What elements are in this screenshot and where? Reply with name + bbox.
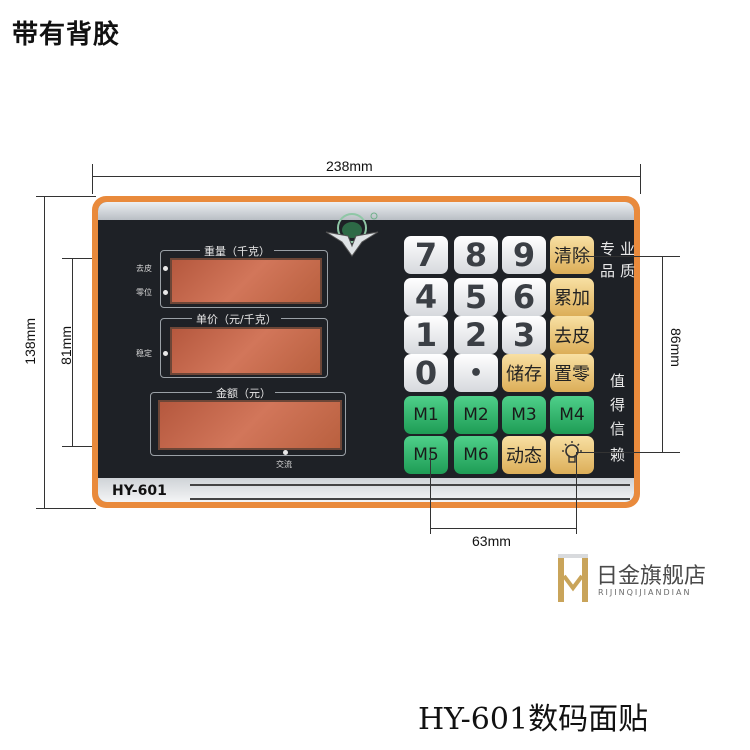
slogan-char-3: 品 xyxy=(600,262,616,280)
indicator-zero-label: 零位 xyxy=(136,288,152,297)
price-display-title: 单价（元/千克） xyxy=(192,311,281,327)
slogan-char-6: 得 xyxy=(610,396,626,414)
slogan-char-2: 业 xyxy=(620,240,636,258)
keypad-width-tick-right xyxy=(576,452,577,534)
eagle-logo-icon xyxy=(322,210,382,262)
footer-title: HY-601数码面贴 xyxy=(418,702,649,737)
key-m6[interactable]: M6 xyxy=(454,436,498,474)
key-m5[interactable]: M5 xyxy=(404,436,448,474)
indicator-tare-dot xyxy=(163,266,168,271)
key-3[interactable]: 3 xyxy=(502,316,546,354)
lightbulb-icon xyxy=(559,440,585,471)
key-clear[interactable]: 清除 xyxy=(550,236,594,274)
key-6[interactable]: 6 xyxy=(502,278,546,316)
width-dimension-tick-right xyxy=(640,164,641,194)
slogan-char-4: 质 xyxy=(620,262,636,280)
slogan-char-7: 信 xyxy=(610,420,626,438)
keypad-height-tick-bottom xyxy=(576,452,680,453)
key-store[interactable]: 储存 xyxy=(502,354,546,392)
keypad-height-line xyxy=(662,256,663,452)
display-height-label: 81mm xyxy=(58,326,74,365)
brand-name: 日金旗舰店 xyxy=(596,564,707,589)
key-backlight[interactable] xyxy=(550,436,594,474)
key-accumulate[interactable]: 累加 xyxy=(550,278,594,316)
key-m2[interactable]: M2 xyxy=(454,396,498,434)
key-set-zero[interactable]: 置零 xyxy=(550,354,594,392)
panel-bottom-lines xyxy=(190,484,630,500)
slogan-char-5: 值 xyxy=(610,372,626,390)
key-m3[interactable]: M3 xyxy=(502,396,546,434)
key-dynamic[interactable]: 动态 xyxy=(502,436,546,474)
header-title: 带有背胶 xyxy=(12,20,121,50)
indicator-ac-dot xyxy=(283,450,288,455)
height-dimension-tick-top xyxy=(36,196,96,197)
weight-display xyxy=(170,258,322,304)
indicator-stable-label: 稳定 xyxy=(136,349,152,358)
key-m1[interactable]: M1 xyxy=(404,396,448,434)
key-8[interactable]: 8 xyxy=(454,236,498,274)
amount-display xyxy=(158,400,342,450)
width-dimension-line xyxy=(92,176,640,177)
keypad-width-tick-left xyxy=(430,452,431,534)
keypad-width-label: 63mm xyxy=(472,533,511,549)
key-m4[interactable]: M4 xyxy=(550,396,594,434)
slogan-char-1: 专 xyxy=(600,240,616,258)
slogan-char-8: 赖 xyxy=(610,446,626,464)
keypad-width-line xyxy=(430,528,577,529)
model-label: HY-601 xyxy=(112,483,167,499)
key-4[interactable]: 4 xyxy=(404,278,448,316)
keypad-height-tick-top xyxy=(576,256,680,257)
keypad-height-label: 86mm xyxy=(668,328,684,367)
width-dimension-tick-left xyxy=(92,164,93,194)
price-display xyxy=(170,327,322,375)
key-0[interactable]: 0 xyxy=(404,354,448,392)
width-dimension-label: 238mm xyxy=(326,158,373,174)
indicator-zero-dot xyxy=(163,290,168,295)
height-dimension-label: 138mm xyxy=(22,318,38,365)
key-tare[interactable]: 去皮 xyxy=(550,316,594,354)
weight-display-title: 重量（千克） xyxy=(200,243,274,259)
key-5[interactable]: 5 xyxy=(454,278,498,316)
brand-logo-icon xyxy=(556,552,590,604)
key-7[interactable]: 7 xyxy=(404,236,448,274)
key-1[interactable]: 1 xyxy=(404,316,448,354)
height-dimension-tick-bottom xyxy=(36,508,96,509)
key-2[interactable]: 2 xyxy=(454,316,498,354)
panel-top-strip xyxy=(98,202,634,220)
amount-display-title: 金额（元） xyxy=(212,385,275,401)
display-height-line xyxy=(72,258,73,446)
key-decimal-point[interactable]: • xyxy=(454,354,498,392)
indicator-tare-label: 去皮 xyxy=(136,264,152,273)
height-dimension-line xyxy=(44,196,45,508)
key-9[interactable]: 9 xyxy=(502,236,546,274)
indicator-ac-label: 交流 xyxy=(276,460,292,469)
indicator-stable-dot xyxy=(163,351,168,356)
brand-subtitle: RIJINQIJIANDIAN xyxy=(598,588,692,597)
